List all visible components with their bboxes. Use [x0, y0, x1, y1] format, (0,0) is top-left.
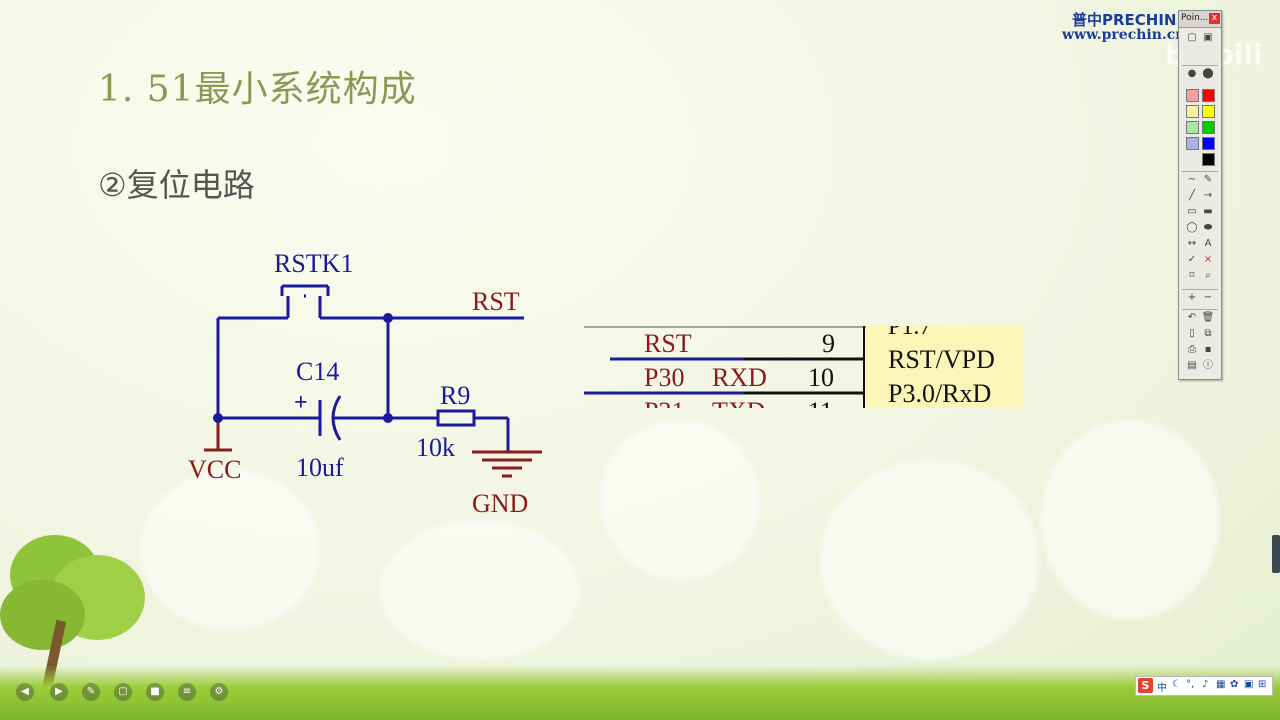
check-icon[interactable]: ✓: [1187, 254, 1197, 265]
small-dot-icon[interactable]: ●: [1187, 68, 1197, 79]
double-arrow-icon[interactable]: ↔: [1187, 238, 1197, 249]
grass-decor: [0, 665, 1280, 720]
highlight-icon[interactable]: ⌑: [1189, 270, 1195, 281]
screen-icon[interactable]: ▢: [114, 683, 132, 701]
grid-icon[interactable]: ⊞: [1258, 679, 1267, 690]
light-yellow-swatch[interactable]: [1186, 105, 1199, 118]
pointer-tool-title: Poin...: [1181, 13, 1209, 23]
zoom-icon[interactable]: ⌕: [1205, 270, 1211, 281]
pin-func-rst: RST/VPD: [888, 345, 995, 374]
junction-dot: [383, 313, 393, 323]
copy-icon[interactable]: ⧉: [1204, 328, 1212, 339]
mic-icon[interactable]: ♪: [1202, 679, 1209, 690]
rectangle-icon[interactable]: ▭: [1187, 206, 1197, 217]
play-icon[interactable]: ▶: [50, 683, 68, 701]
bokeh-decor: [600, 420, 760, 580]
resistor-label: R9: [440, 381, 470, 410]
resistor-value: 10k: [416, 433, 455, 462]
capacitor-value: 10uf: [296, 453, 344, 482]
pointer-tool-panel[interactable]: Poin... x ▢ ▣ ● ⬤ ∼ ✎ ╱ → ▭ ▬ ◯ ⬬ ↔ A ✓ …: [1178, 10, 1222, 380]
filled-ellipse-icon[interactable]: ⬬: [1203, 222, 1213, 233]
brand-watermark: 普中PRECHIN: [1072, 11, 1177, 29]
divider: [1182, 309, 1218, 310]
capacitor-label: C14: [296, 357, 339, 386]
moon-icon[interactable]: ☾: [1172, 679, 1181, 690]
pin-alt-txd: TXD: [712, 397, 765, 408]
ime-toolbar[interactable]: S 中 ☾ °, ♪ ▦ ✿ ▣ ⊞: [1135, 676, 1273, 696]
rst-net-label: RST: [472, 287, 520, 316]
undo-icon[interactable]: ↶: [1187, 312, 1197, 323]
pin-net-rst: RST: [644, 329, 692, 358]
camera-icon[interactable]: ■: [146, 683, 164, 701]
light-blue-swatch[interactable]: [1186, 137, 1199, 150]
slide-subtitle: ②复位电路: [98, 166, 255, 204]
pin-func-p30: P3.0/RxD: [888, 379, 991, 408]
junction-dot: [213, 413, 223, 423]
vcc-label: VCC: [188, 455, 241, 484]
print-icon[interactable]: ⎙: [1188, 344, 1196, 355]
skin-icon[interactable]: ✿: [1230, 679, 1239, 690]
punctuation-icon[interactable]: °,: [1186, 679, 1195, 690]
mcu-pin-excerpt: P1.7 RST 9 RST/VPD P30 RXD 10 P3.0/RxD P…: [584, 326, 1024, 408]
line-icon[interactable]: ╱: [1188, 190, 1196, 201]
blue-swatch[interactable]: [1202, 137, 1215, 150]
junction-dot: [383, 413, 393, 423]
pin-number-9: 9: [822, 329, 835, 358]
zoom-in-icon[interactable]: +: [1187, 292, 1197, 303]
gnd-label: GND: [472, 489, 528, 518]
bokeh-decor: [820, 460, 1040, 660]
bokeh-decor: [140, 470, 320, 630]
screen-icon[interactable]: ▤: [1187, 360, 1197, 371]
chip-top-partial: P1.7: [888, 326, 931, 340]
ime-logo: S: [1138, 678, 1153, 693]
url-watermark: www.prechin.cn: [1062, 27, 1186, 43]
save-icon[interactable]: ▪: [1204, 344, 1212, 355]
ime-mode[interactable]: 中: [1157, 683, 1167, 694]
pin-number-11: 11: [808, 397, 833, 408]
pen-icon[interactable]: ∼: [1187, 174, 1197, 185]
divider: [1182, 65, 1218, 66]
switch-label: RSTK1: [274, 249, 353, 278]
arrow-icon[interactable]: →: [1203, 190, 1213, 201]
text-icon[interactable]: A: [1204, 238, 1212, 249]
trash-icon[interactable]: 🗑: [1201, 312, 1215, 323]
info-icon[interactable]: ⓘ: [1203, 360, 1213, 371]
reset-circuit-schematic: RSTK1 RST C14 + 10uf R9 10k VCC GND: [188, 249, 542, 518]
divider: [1182, 171, 1218, 172]
bokeh-decor: [1040, 420, 1220, 620]
menu-icon[interactable]: ≡: [178, 683, 196, 701]
close-button[interactable]: x: [1209, 13, 1220, 24]
pin-alt-rxd: RXD: [712, 363, 767, 392]
pin-number-10: 10: [808, 363, 834, 392]
slide-title: 1. 51最小系统构成: [98, 69, 417, 110]
green-swatch[interactable]: [1202, 121, 1215, 134]
pin-net-p31: P31: [644, 397, 684, 408]
capacitor-polarity: +: [294, 390, 308, 416]
tree-decor: [0, 525, 160, 705]
toolbox-icon[interactable]: ▣: [1244, 679, 1254, 690]
keyboard-icon[interactable]: ▦: [1216, 679, 1226, 690]
large-dot-icon[interactable]: ⬤: [1202, 68, 1214, 79]
red-swatch[interactable]: [1202, 89, 1215, 102]
light-green-swatch[interactable]: [1186, 121, 1199, 134]
ellipse-icon[interactable]: ◯: [1186, 222, 1198, 233]
prev-icon[interactable]: ◀: [16, 683, 34, 701]
pin-net-p30: P30: [644, 363, 684, 392]
pointer-tool-titlebar[interactable]: Poin... x: [1179, 11, 1221, 28]
black-swatch[interactable]: [1202, 153, 1215, 166]
scrollbar-thumb[interactable]: [1272, 535, 1280, 573]
window-icon[interactable]: ▣: [1203, 32, 1213, 43]
clear-icon[interactable]: ×: [1203, 254, 1213, 265]
filled-rectangle-icon[interactable]: ▬: [1203, 206, 1213, 217]
pin-icon[interactable]: ▢: [1187, 32, 1197, 43]
new-page-icon[interactable]: ▯: [1189, 328, 1195, 339]
bokeh-decor: [380, 520, 580, 660]
settings-icon[interactable]: ⚙: [210, 683, 228, 701]
zoom-out-icon[interactable]: −: [1203, 292, 1213, 303]
pen-icon[interactable]: ✎: [82, 683, 100, 701]
eraser-icon[interactable]: ✎: [1203, 174, 1213, 185]
divider: [1182, 289, 1218, 290]
yellow-swatch[interactable]: [1202, 105, 1215, 118]
light-red-swatch[interactable]: [1186, 89, 1199, 102]
